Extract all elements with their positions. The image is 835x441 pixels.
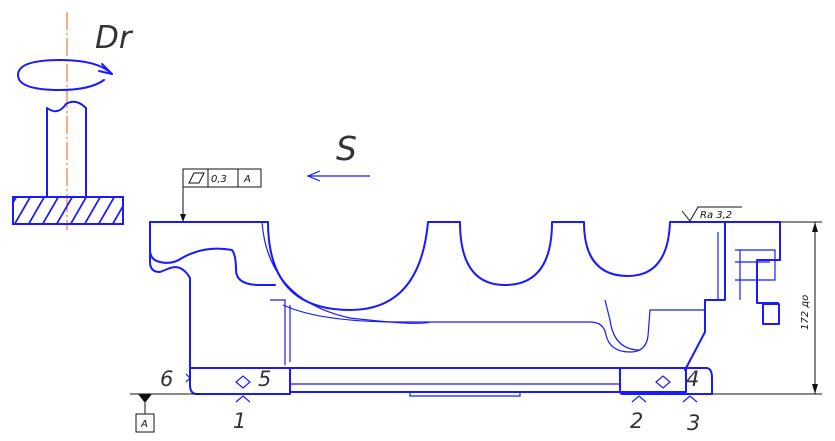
feed-arrow-icon [306, 170, 370, 182]
roughness-value: Ra 3,2 [700, 210, 732, 221]
height-dimension: 172 до [712, 221, 822, 395]
rotation-label: Dr [95, 20, 134, 56]
tolerance-value: 0,3 [211, 174, 227, 185]
flatness-icon [188, 172, 205, 184]
support-point-4: 4 [686, 367, 699, 391]
cutter-tool [12, 12, 124, 230]
height-dimension-value: 172 до [800, 295, 811, 330]
workpiece [149, 221, 781, 397]
rotation-arrow-icon [17, 59, 113, 91]
roughness-symbol-icon: Ra 3,2 [681, 206, 742, 222]
support-point-icon [185, 373, 698, 403]
support-point-3: 3 [687, 411, 700, 435]
tolerance-frame: 0,3 A [180, 168, 262, 222]
tolerance-datum: A [243, 174, 251, 185]
support-point-2: 2 [630, 409, 643, 433]
feed-label: S [336, 129, 357, 168]
datum-triangle-icon [138, 394, 152, 403]
cutter-body [12, 196, 124, 225]
datum-label: A [140, 419, 148, 430]
support-point-6: 6 [160, 367, 173, 391]
support-point-1: 1 [233, 409, 246, 433]
support-point-5: 5 [258, 367, 271, 391]
datum-feature: A [130, 393, 200, 433]
